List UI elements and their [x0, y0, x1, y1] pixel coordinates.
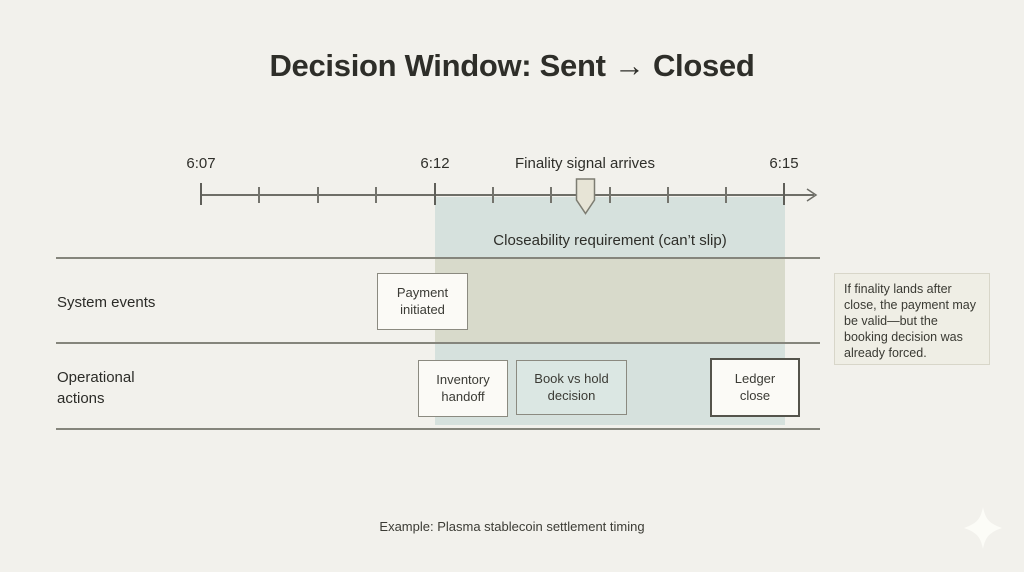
- timeline-arrow-icon: [806, 188, 818, 202]
- annotation-note: If finality lands after close, the payme…: [834, 273, 990, 365]
- time-label-612: 6:12: [420, 155, 450, 172]
- tick-minor: [375, 187, 377, 203]
- row-divider: [56, 342, 820, 344]
- tick-minor: [492, 187, 494, 203]
- tick-major: [783, 183, 785, 205]
- row-divider: [56, 257, 820, 259]
- decision-window-band-middle: [435, 258, 785, 343]
- event-box-book-vs-hold-decision: Book vs hold decision: [516, 360, 627, 415]
- tick-minor: [550, 187, 552, 203]
- time-label-615: 6:15: [769, 155, 799, 172]
- decision-window-band-top: [435, 197, 785, 258]
- timeline-axis: [201, 194, 814, 196]
- event-box-inventory-handoff: Inventory handoff: [418, 360, 508, 417]
- example-caption: Example: Plasma stablecoin settlement ti…: [379, 519, 645, 534]
- event-box-payment-initiated: Payment initiated: [377, 273, 468, 330]
- row-label-system-events: System events: [57, 294, 156, 311]
- row-divider: [56, 428, 820, 430]
- time-label-607: 6:07: [186, 155, 216, 172]
- tick-major: [200, 183, 202, 205]
- finality-marker-icon: [575, 178, 596, 215]
- tick-minor: [667, 187, 669, 203]
- page-title: Decision Window: Sent → Closed: [269, 48, 755, 83]
- tick-minor: [258, 187, 260, 203]
- row-label-operational-actions: Operational actions: [57, 369, 135, 407]
- event-box-ledger-close: Ledger close: [710, 358, 800, 417]
- tick-minor: [317, 187, 319, 203]
- closeability-requirement-label: Closeability requirement (can’t slip): [493, 232, 727, 249]
- tick-minor: [609, 187, 611, 203]
- sparkle-icon: [964, 507, 1002, 549]
- finality-signal-label: Finality signal arrives: [514, 155, 656, 172]
- tick-minor: [725, 187, 727, 203]
- tick-major: [434, 183, 436, 205]
